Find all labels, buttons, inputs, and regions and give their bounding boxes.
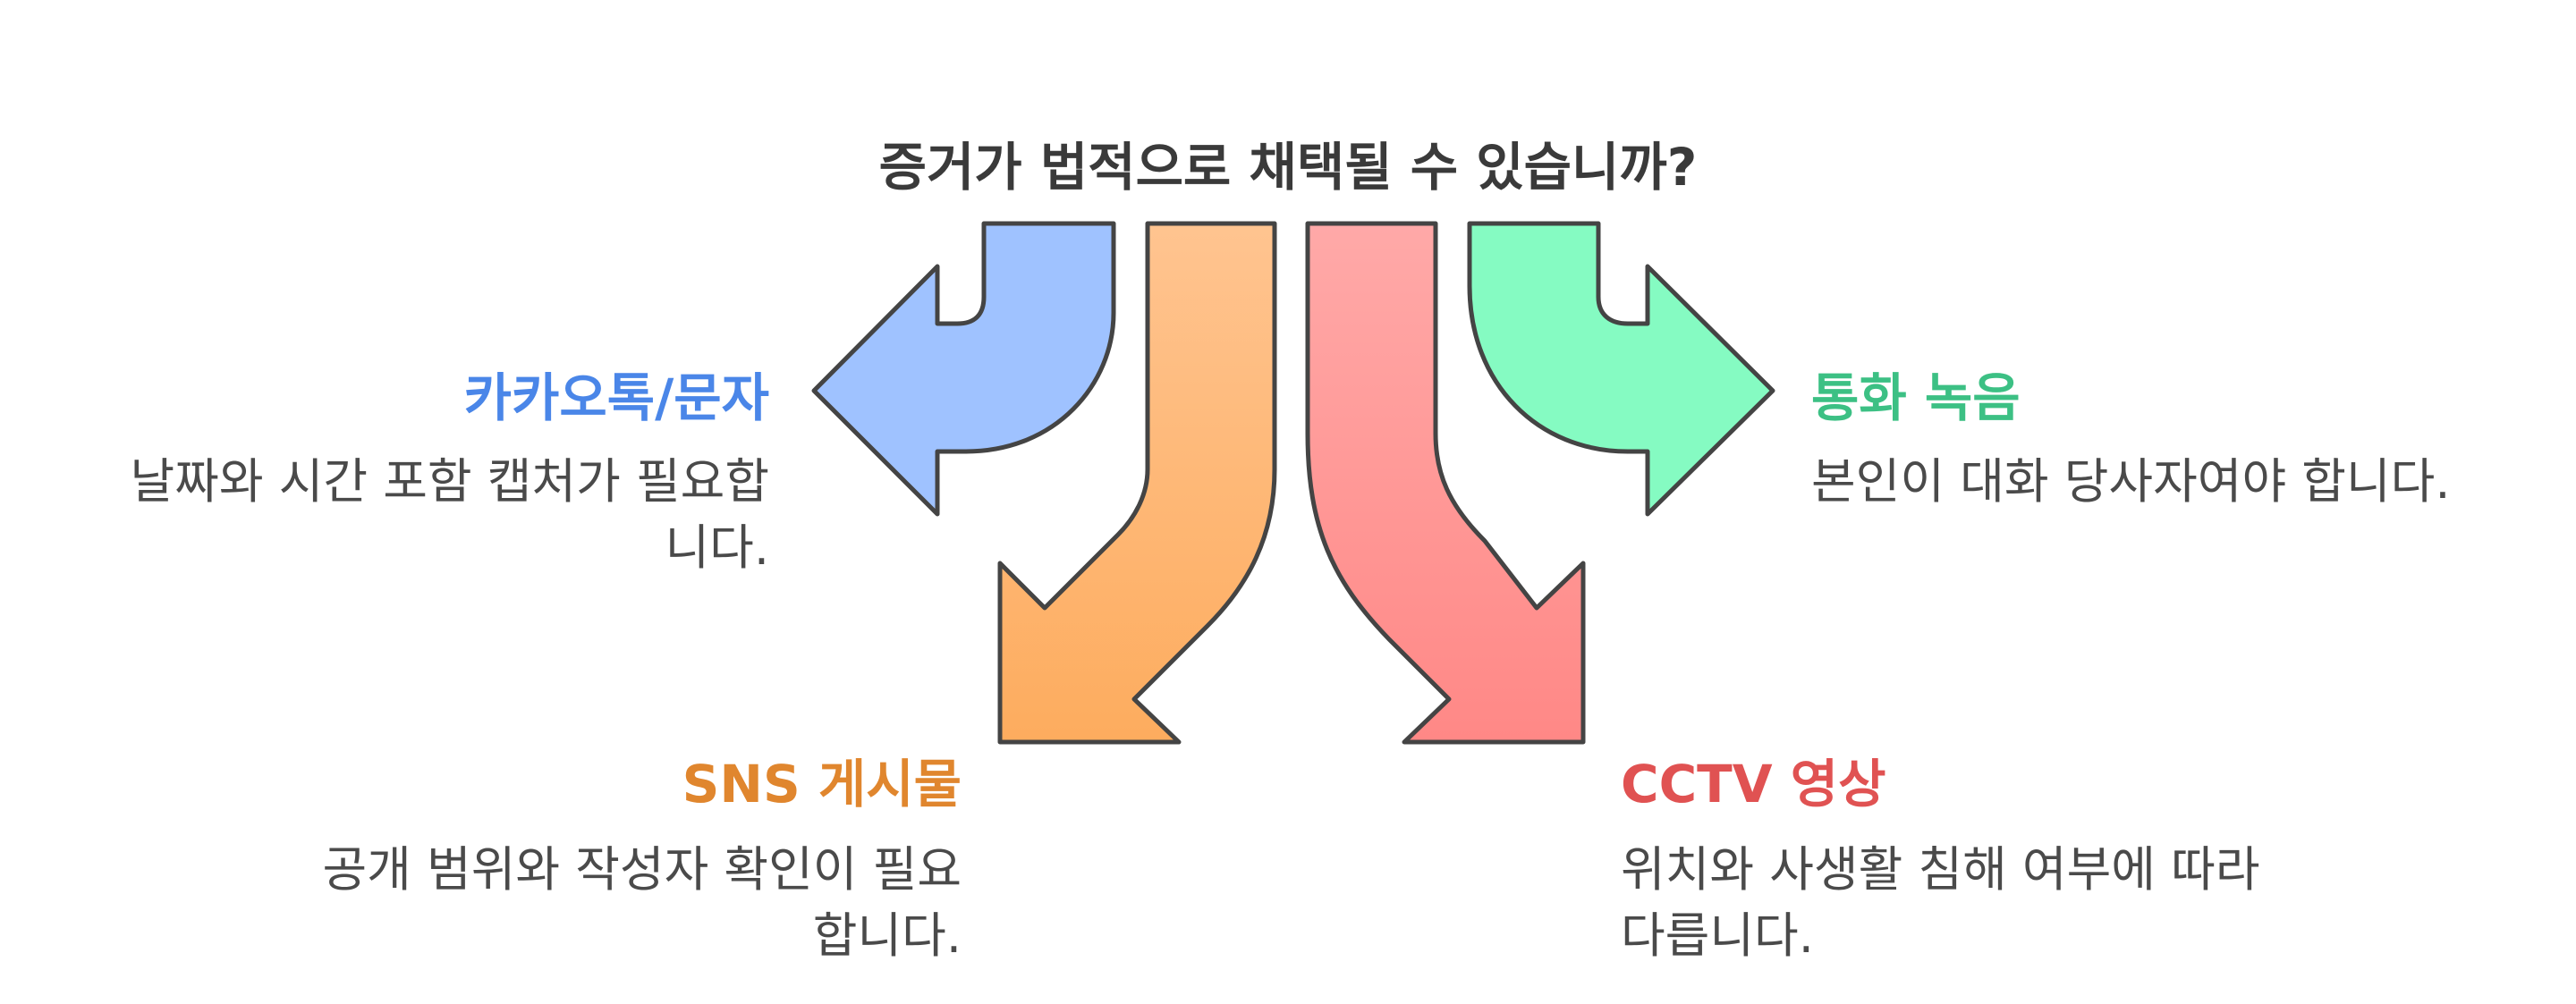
branch-description-sns: 공개 범위와 작성자 확인이 필요 합니다.	[157, 837, 962, 969]
description-line: 니다.	[665, 519, 769, 576]
branch-label-kakaotalk: 카카오톡/문자	[463, 367, 769, 428]
branch-description-cctv: 위치와 사생활 침해 여부에 따라 다릅니다.	[1621, 837, 2426, 969]
description-line: 공개 범위와 작성자 확인이 필요	[322, 841, 962, 898]
description-line: 합니다.	[812, 907, 962, 964]
arrow-down-right-icon	[1305, 221, 1586, 745]
arrow-right-icon	[1467, 221, 1775, 517]
branch-description-kakaotalk: 날짜와 시간 포함 캡처가 필요합 니다.	[0, 449, 770, 581]
arrow-left-icon	[811, 221, 1116, 517]
arrow-down-left-icon	[997, 221, 1277, 745]
description-line: 본인이 대화 당사자여야 합니다.	[1811, 453, 2451, 510]
branch-label-call-recording: 통화 녹음	[1811, 367, 2021, 428]
description-line: 날짜와 시간 포함 캡처가 필요합	[130, 453, 770, 510]
description-line: 위치와 사생활 침해 여부에 따라	[1621, 841, 2260, 898]
diagram-title: 증거가 법적으로 채택될 수 있습니까?	[878, 137, 1698, 198]
description-line: 다릅니다.	[1621, 907, 1814, 964]
branch-label-sns: SNS 게시물	[682, 754, 962, 814]
branch-description-call-recording: 본인이 대화 당사자여야 합니다.	[1811, 449, 2563, 515]
branch-label-cctv: CCTV 영상	[1621, 754, 1886, 814]
